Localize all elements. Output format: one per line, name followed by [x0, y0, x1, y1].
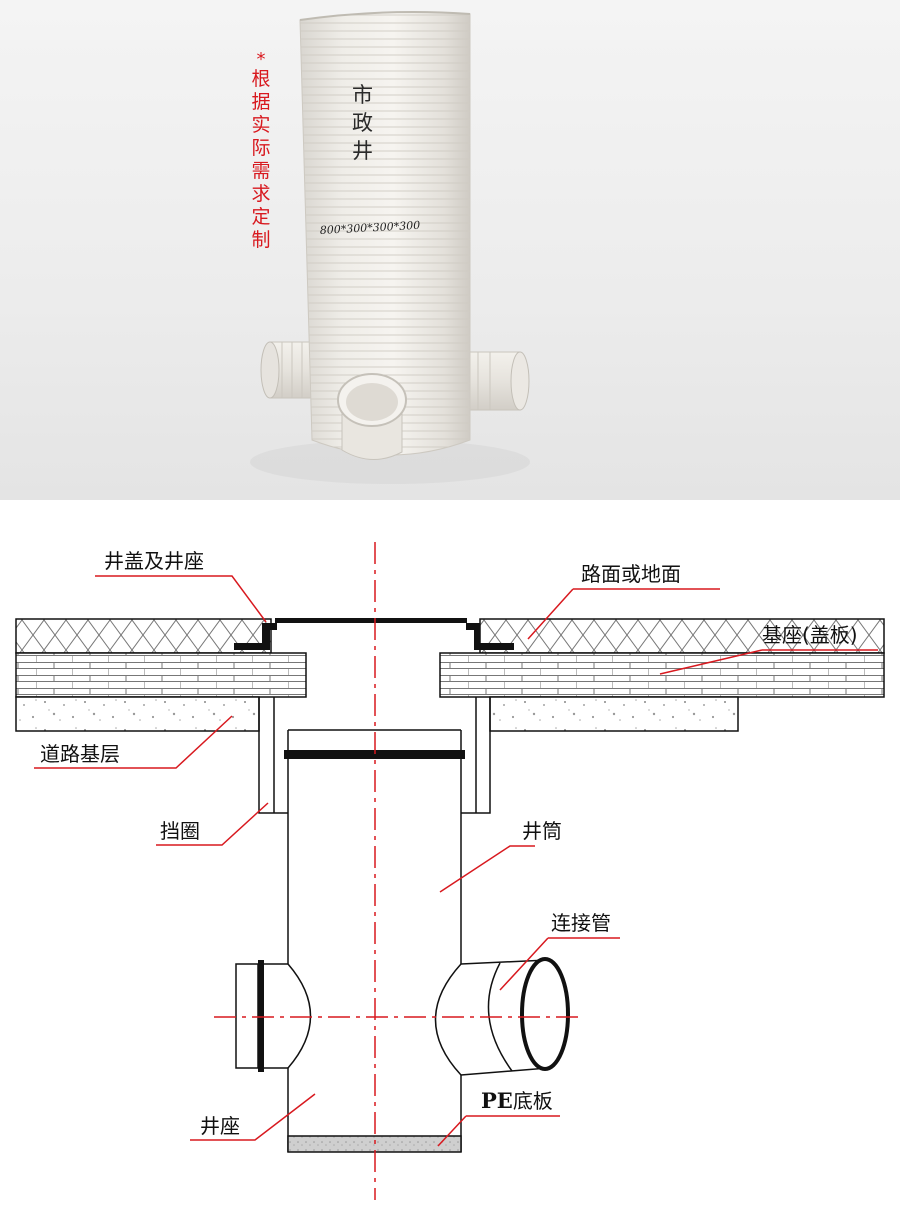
main-pipe-body — [299, 11, 471, 456]
label-base-cover-plate: 基座(盖板) — [762, 623, 858, 647]
label-cover-and-seat: 井盖及井座 — [104, 549, 204, 573]
right-stub-pipe — [461, 351, 530, 411]
pipe-label-line1: 市 — [352, 83, 373, 107]
road-base-layer — [15, 696, 739, 732]
note-text: 根据实际需求定制 — [251, 68, 271, 251]
label-pe-suffix: 底板 — [513, 1089, 553, 1113]
base-cover-plate-layer — [15, 652, 885, 698]
note-star: * — [256, 49, 266, 70]
pipe-label-line3: 井 — [352, 139, 373, 163]
retaining-ring — [258, 697, 491, 814]
leader-lines — [34, 575, 878, 1147]
left-connecting-pipe — [235, 960, 312, 1072]
front-opening — [337, 373, 407, 461]
label-connecting-pipe: 连接管 — [551, 911, 611, 935]
label-pe-prefix: PE — [481, 1088, 513, 1113]
label-pe-bottom: PE底板 — [481, 1088, 553, 1113]
label-road-surface: 路面或地面 — [581, 562, 681, 586]
pipe-label-line2: 政 — [352, 111, 373, 135]
label-well-shaft: 井筒 — [522, 819, 562, 843]
manhole-structure-diagram: 井盖及井座 路面或地面 基座(盖板) 道路基层 挡圈 井筒 连接管 井座 PE底… — [15, 542, 885, 1200]
centerlines — [214, 542, 582, 1200]
pipe-dimensions: 800*300*300*300 — [319, 219, 420, 237]
customization-note: * 根据实际需求定制 — [250, 49, 272, 252]
left-stub-pipe — [260, 341, 319, 399]
cover-and-seat — [234, 618, 514, 650]
well-shaft — [284, 729, 465, 1152]
pipe-photo-illustration: 市 政 井 800*300*300*300 — [0, 0, 900, 500]
label-well-base: 井座 — [200, 1114, 240, 1138]
label-road-base-layer: 道路基层 — [40, 742, 120, 766]
road-surface-layer — [15, 618, 885, 654]
label-retaining-ring: 挡圈 — [160, 819, 200, 843]
